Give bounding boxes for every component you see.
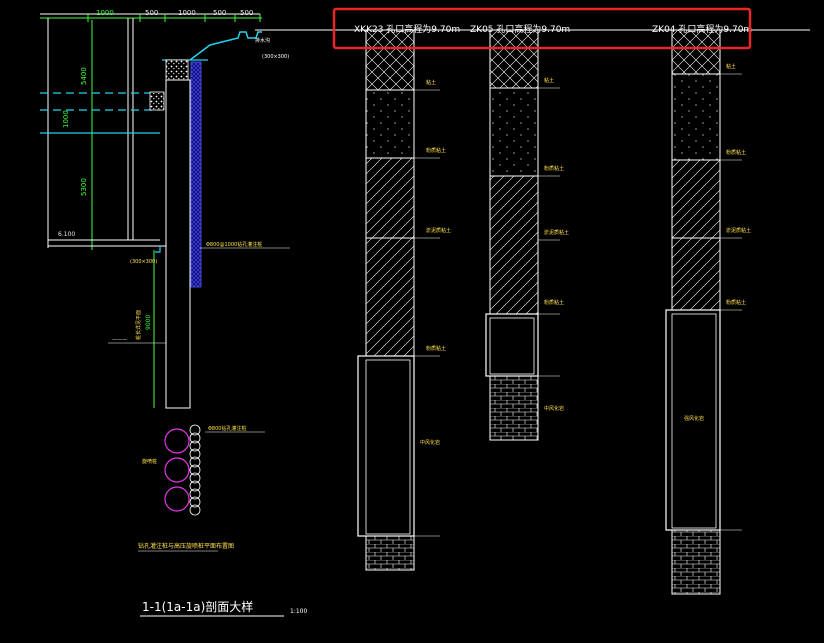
drawing-scale: 1:100: [290, 608, 307, 615]
svg-text:粉质粘土: 粉质粘土: [544, 165, 564, 172]
drain-label: 排水沟: [255, 37, 270, 44]
pile-plan-note: Φ800钻孔灌注桩: [208, 425, 246, 432]
svg-text:淤泥质粘土: 淤泥质粘土: [426, 227, 451, 234]
svg-text:———: ———: [112, 337, 127, 343]
bored-pile: [165, 79, 191, 409]
borehole-zk04: 粘土 粉质粘土 淤泥质粘土 粉质粘土 强风化岩: [665, 29, 751, 595]
borehole-xkk23: 粘土 粉质粘土 淤泥质粘土 粉质粘土 中风化岩: [357, 29, 451, 571]
waler-beam: [149, 91, 165, 111]
svg-text:(300×300): (300×300): [130, 259, 157, 265]
svg-text:粉质粘土: 粉质粘土: [426, 345, 446, 352]
drawing-title: 1-1(1a-1a)剖面大样: [142, 599, 253, 614]
section-detail: 1000 500 1000 500 500 5400 1000 5300 排水沟…: [40, 9, 310, 617]
svg-text:粉质粘土: 粉质粘土: [726, 149, 746, 156]
capping-beam: [165, 59, 189, 81]
borehole-zk05: 粘土 粉质粘土 淤泥质粘土 粉质粘土 中风化岩: [485, 29, 569, 441]
svg-text:淤泥质粘土: 淤泥质粘土: [726, 227, 751, 234]
svg-text:中风化岩: 中风化岩: [544, 405, 564, 412]
left-dim-2: 1000: [62, 110, 70, 128]
pile-note: 桩长详见平面: [135, 310, 142, 340]
svg-text:中风化岩: 中风化岩: [420, 439, 440, 446]
left-dim-3: 5300: [80, 178, 88, 196]
left-dim-1: 5400: [80, 67, 88, 85]
highlight-callout: [332, 7, 752, 50]
svg-text:旋喷桩: 旋喷桩: [142, 458, 157, 465]
top-dim-2: 500: [145, 9, 158, 17]
svg-text:粉质粘土: 粉质粘土: [726, 299, 746, 306]
svg-text:粘土: 粘土: [544, 77, 554, 84]
svg-text:粉质粘土: 粉质粘土: [426, 147, 446, 154]
pile-length-dim: 9000: [145, 315, 152, 330]
borehole-label-2: ZK05 孔口高程为9.70m: [470, 23, 570, 35]
drainage-ditch: [189, 31, 262, 61]
top-dim-3: 1000: [178, 9, 196, 17]
jet-grout-curtain: [190, 61, 202, 288]
borehole-label-1: XKK23 孔口高程为9.70m: [354, 23, 460, 35]
svg-text:粉质粘土: 粉质粘土: [544, 299, 564, 306]
pile-plan-caption: 钻孔灌注桩与高压旋喷桩平面布置图: [138, 542, 234, 550]
svg-text:粘土: 粘土: [726, 63, 736, 70]
wall-note: Φ800@1000钻孔灌注桩: [206, 241, 262, 248]
top-dim-1: 1000: [96, 9, 114, 17]
svg-text:强风化岩: 强风化岩: [684, 415, 704, 422]
top-dim-4: 500: [213, 9, 226, 17]
svg-text:淤泥质粘土: 淤泥质粘土: [544, 229, 569, 236]
top-dim-5: 500: [240, 9, 253, 17]
elev-label: 6.100: [58, 231, 75, 238]
drain-size: (300×300): [262, 54, 289, 60]
svg-text:粘土: 粘土: [426, 79, 436, 86]
pile-plan: Φ800钻孔灌注桩 旋喷桩 钻孔灌注桩与高压旋喷桩平面布置图: [138, 424, 265, 552]
borehole-label-3: ZK04 孔口高程为9.70m: [652, 23, 752, 35]
